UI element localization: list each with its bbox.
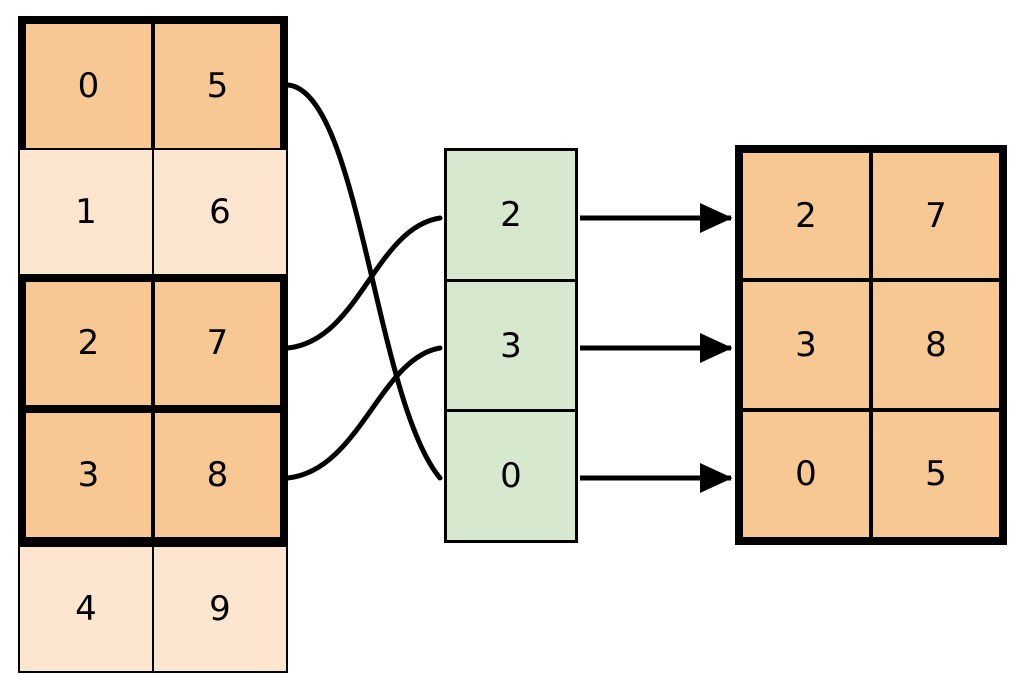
curve-source-row-2-to-index-0 bbox=[285, 215, 443, 351]
index-column-row-1[interactable]: 3 bbox=[447, 281, 575, 413]
source-cell-r0-c1: 5 bbox=[155, 24, 280, 148]
source-table-row-3[interactable]: 3 8 bbox=[18, 405, 288, 546]
result-cell-r2-c0: 0 bbox=[743, 411, 873, 537]
source-cell-r4-c0: 4 bbox=[20, 547, 154, 671]
index-column: 2 3 0 bbox=[444, 148, 578, 543]
curve-source-row-3-to-index-1 bbox=[285, 345, 443, 481]
source-cell-r2-c0: 2 bbox=[26, 281, 155, 406]
source-cell-r1-c0: 1 bbox=[20, 149, 154, 274]
result-table-row-0[interactable]: 2 7 bbox=[743, 153, 999, 283]
source-cell-r0-c0: 0 bbox=[26, 24, 155, 148]
source-cell-r2-c1: 7 bbox=[155, 281, 280, 406]
result-cell-r2-c1: 5 bbox=[873, 411, 999, 537]
result-table-row-2[interactable]: 0 5 bbox=[743, 411, 999, 537]
result-cell-r1-c1: 8 bbox=[873, 282, 999, 408]
result-table-row-1[interactable]: 3 8 bbox=[743, 282, 999, 412]
source-table-row-0[interactable]: 0 5 bbox=[18, 16, 288, 148]
source-cell-r1-c1: 6 bbox=[154, 149, 286, 274]
source-cell-r3-c0: 3 bbox=[26, 413, 155, 538]
source-table: 0 5 1 6 2 7 3 8 4 9 bbox=[18, 16, 288, 673]
index-column-row-2[interactable]: 0 bbox=[447, 412, 575, 541]
index-cell-1: 3 bbox=[447, 281, 575, 410]
index-cell-2: 0 bbox=[447, 412, 575, 541]
result-table: 2 7 3 8 0 5 bbox=[735, 145, 1007, 545]
source-cell-r4-c1: 9 bbox=[154, 547, 286, 671]
result-cell-r0-c0: 2 bbox=[743, 153, 873, 279]
source-table-row-4[interactable]: 4 9 bbox=[18, 545, 288, 673]
index-cell-0: 2 bbox=[447, 151, 575, 279]
index-column-row-0[interactable]: 2 bbox=[447, 151, 575, 282]
result-cell-r1-c0: 3 bbox=[743, 282, 873, 408]
source-cell-r3-c1: 8 bbox=[155, 413, 280, 538]
curve-source-row-0-to-index-2 bbox=[285, 82, 443, 481]
source-table-row-1[interactable]: 1 6 bbox=[18, 147, 288, 274]
result-cell-r0-c1: 7 bbox=[873, 153, 999, 279]
source-table-row-2[interactable]: 2 7 bbox=[18, 273, 288, 406]
